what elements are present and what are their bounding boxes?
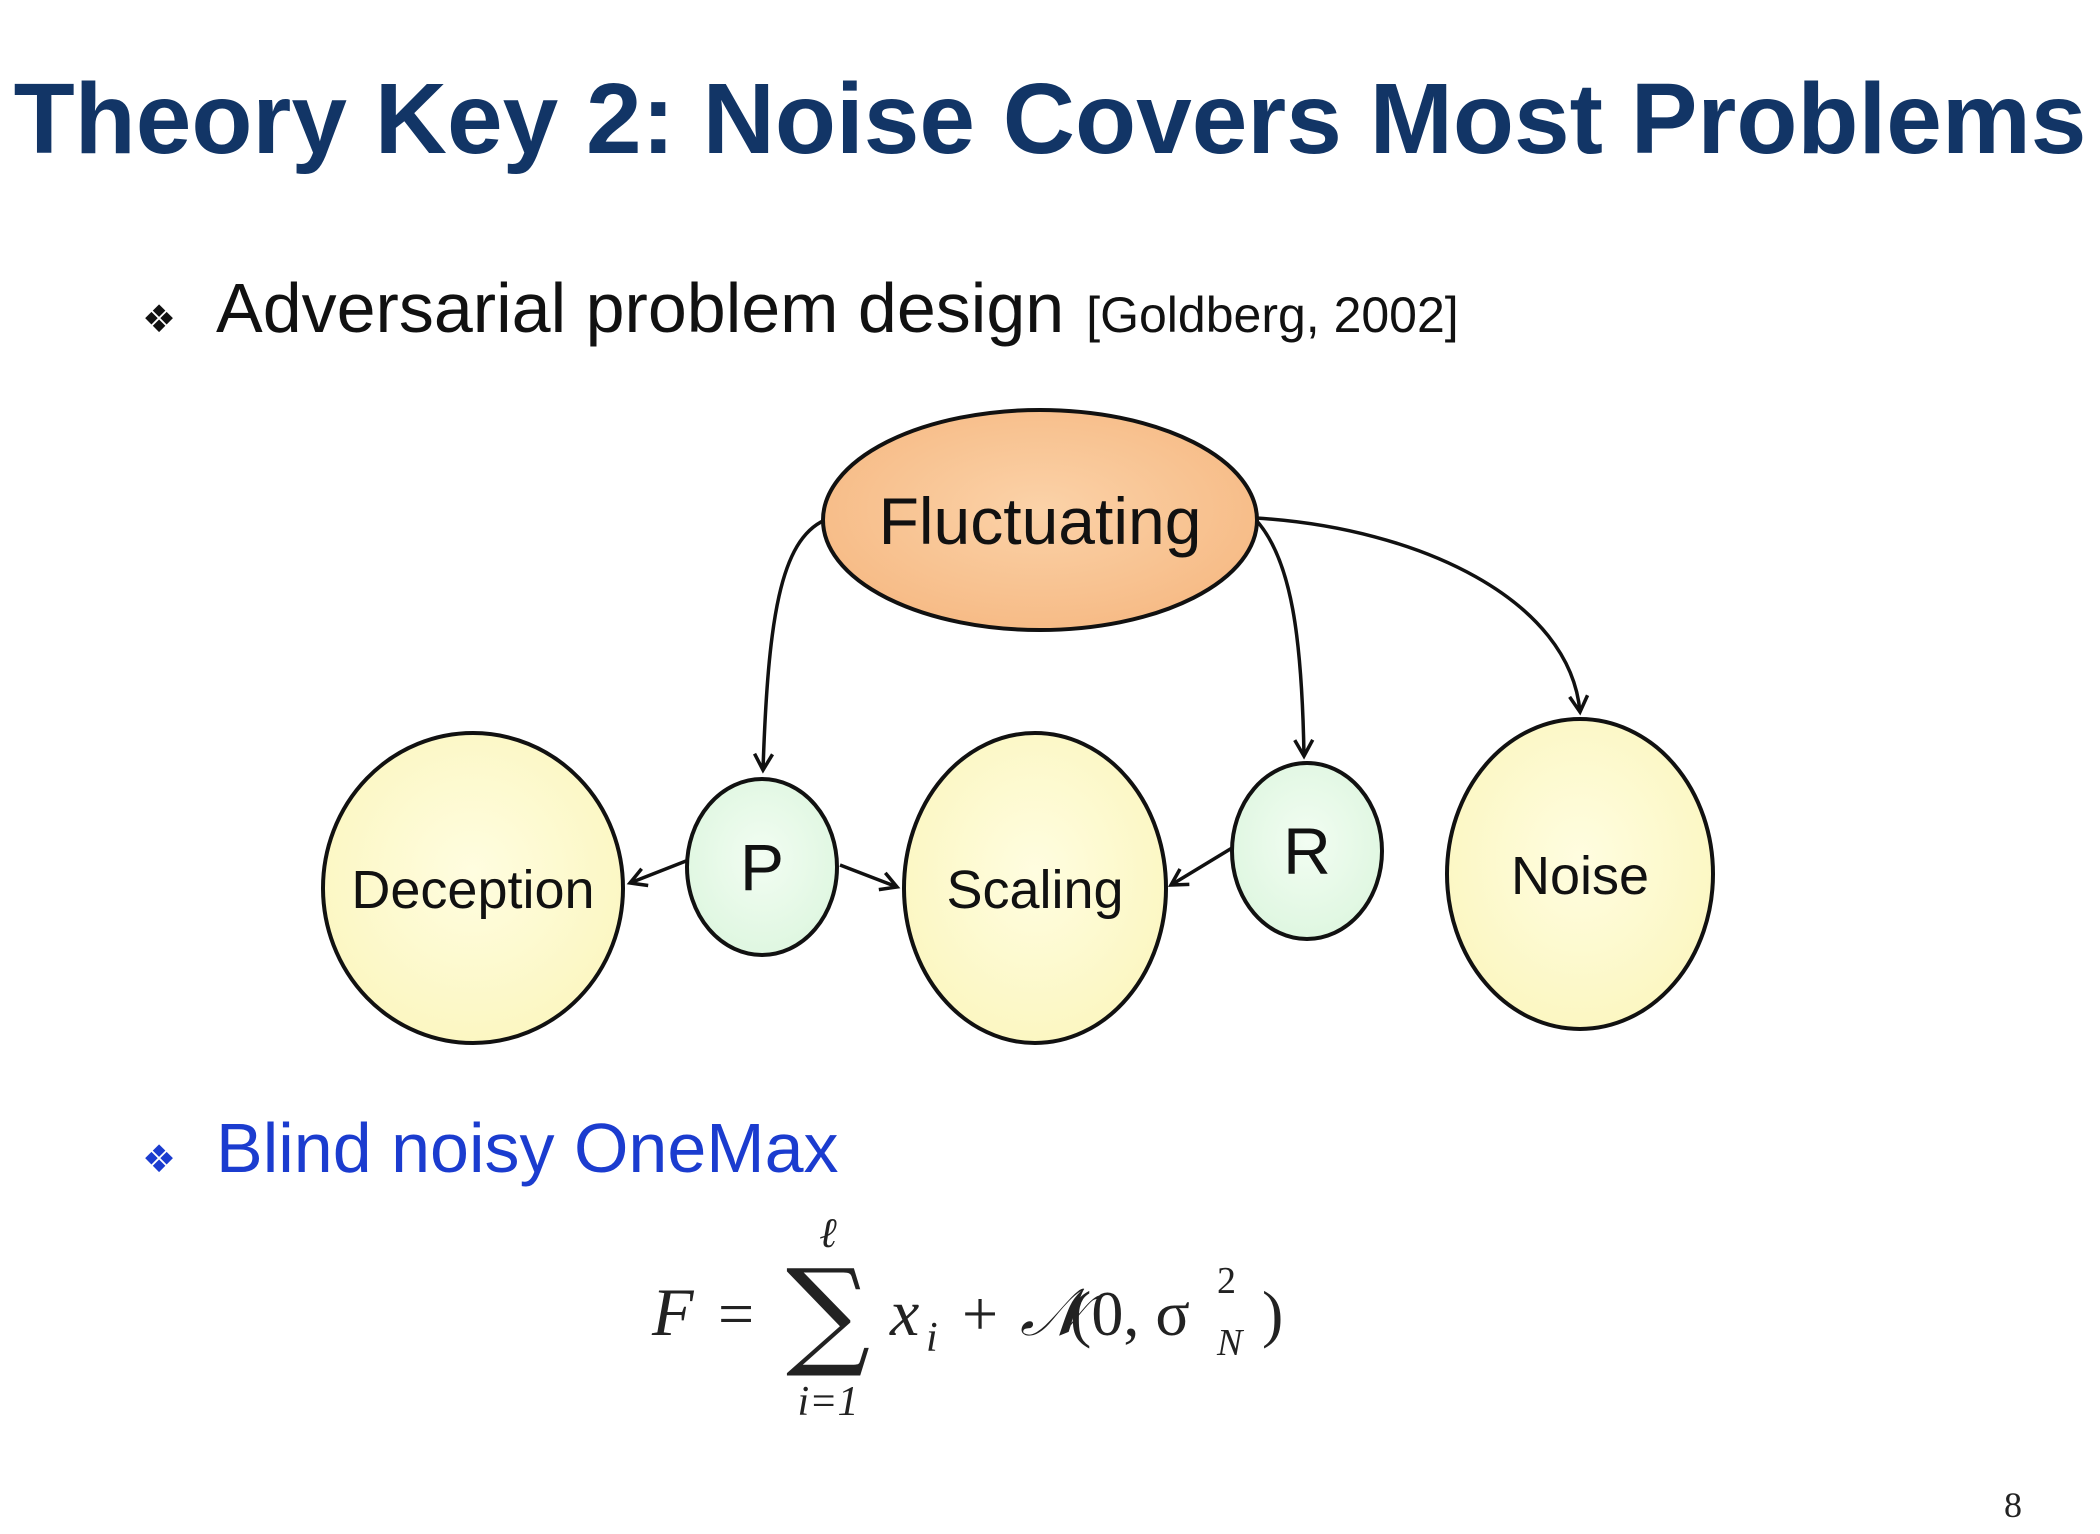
edge-fluctuating-noise — [1255, 516, 1590, 716]
slide: Theory Key 2: Noise Covers Most Problems… — [14, 63, 2087, 1525]
bullet-adversarial: ❖ Adversarial problem design [Goldberg, … — [142, 268, 1459, 348]
formula-term-sub: i — [926, 1315, 938, 1361]
formula-plus: + — [962, 1278, 998, 1349]
edge-p-deception — [626, 859, 687, 888]
node-r-label: R — [1283, 814, 1331, 888]
formula-equals: = — [718, 1278, 754, 1349]
bullet-citation: [Goldberg, 2002] — [1086, 287, 1459, 343]
node-fluctuating: Fluctuating — [821, 408, 1259, 632]
node-scaling: Scaling — [902, 731, 1168, 1045]
problem-difficulty-diagram: Fluctuating Deception P Scaling R Noise — [321, 408, 1715, 1045]
node-p-label: P — [740, 830, 784, 904]
node-noise-label: Noise — [1511, 846, 1649, 906]
formula-noise-args-open: (0, σ — [1070, 1278, 1190, 1349]
formula-term-var: x — [889, 1277, 919, 1350]
node-scaling-label: Scaling — [946, 860, 1123, 920]
node-deception: Deception — [321, 731, 625, 1045]
node-fluctuating-label: Fluctuating — [879, 484, 1202, 558]
node-deception-label: Deception — [351, 860, 594, 920]
node-r: R — [1230, 761, 1384, 941]
formula-noise-sub: N — [1216, 1322, 1245, 1364]
bullet-blind-noisy-onemax: ❖ Blind noisy OneMax — [142, 1108, 839, 1188]
formula-lhs: F — [651, 1274, 695, 1350]
formula-sum-lower: i=1 — [797, 1379, 858, 1425]
edge-fluctuating-r — [1254, 518, 1315, 760]
diamond-bullet-icon: ❖ — [142, 297, 177, 341]
edge-r-scaling — [1167, 846, 1233, 887]
slide-title: Theory Key 2: Noise Covers Most Problems — [13, 63, 2087, 175]
node-p: P — [685, 777, 839, 957]
bullet-text: Blind noisy OneMax — [216, 1109, 839, 1187]
edge-fluctuating-p — [752, 518, 826, 774]
formula-sum-upper: ℓ — [819, 1211, 837, 1257]
formula-sum-symbol: ∑ — [786, 1243, 870, 1381]
node-noise: Noise — [1445, 717, 1715, 1031]
page-number: 8 — [2004, 1485, 2022, 1525]
diamond-bullet-icon: ❖ — [142, 1137, 177, 1181]
formula-noise-sup: 2 — [1217, 1260, 1236, 1302]
bullet-text: Adversarial problem design — [216, 269, 1065, 347]
formula-noise-args-close: ) — [1262, 1278, 1283, 1349]
edge-p-scaling — [839, 863, 901, 892]
onemax-formula: F = ∑ ℓ i=1 x i + 𝒩 (0, σ 2 N ) — [651, 1211, 1283, 1425]
